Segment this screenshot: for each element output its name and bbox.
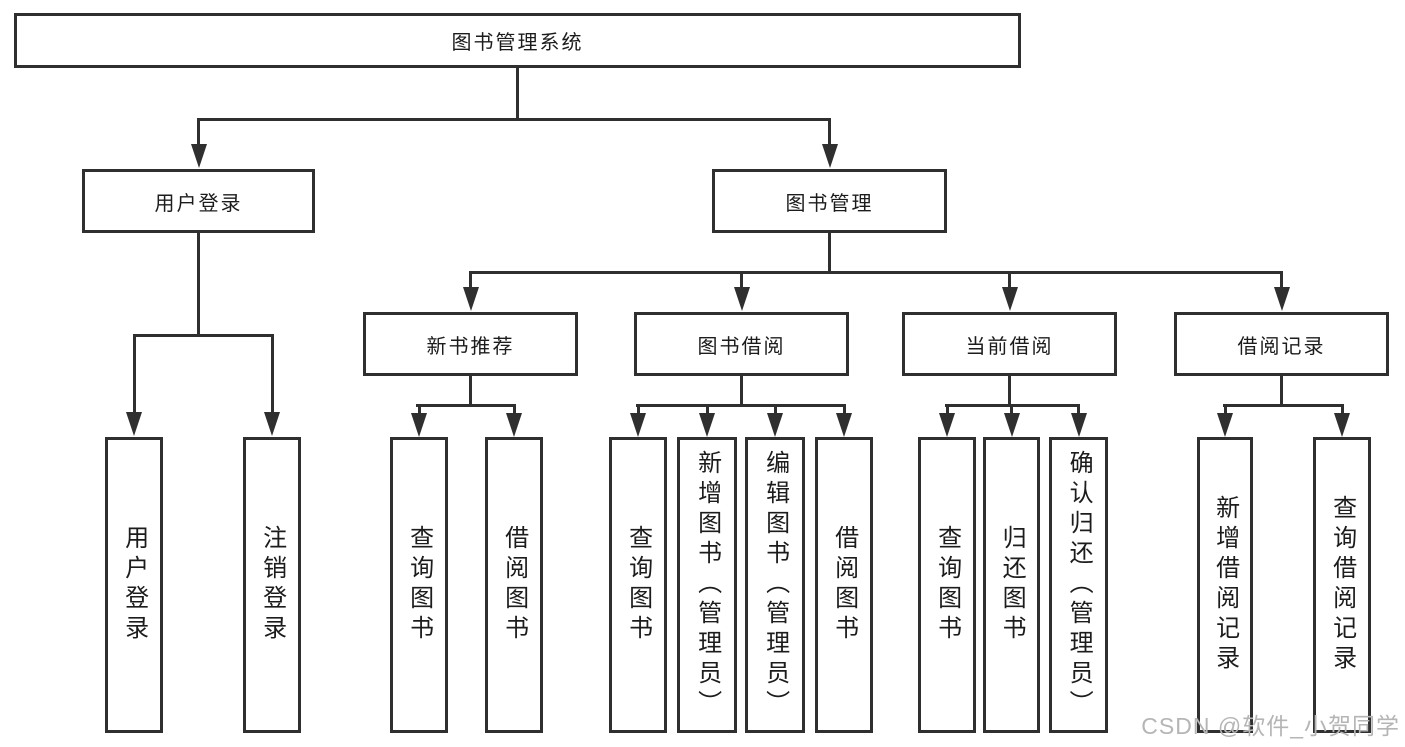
connector-line <box>512 404 516 416</box>
connector-line <box>469 271 1283 274</box>
connector-line <box>469 271 472 291</box>
arrow-down-icon <box>1273 287 1290 311</box>
leaf-add-borrow-record: 新增借阅记录 <box>1197 437 1253 733</box>
leaf-user-login: 用户登录 <box>105 437 163 733</box>
node-borrowing-records: 借阅记录 <box>1174 312 1389 376</box>
leaf-query-borrow-record: 查询借阅记录 <box>1313 437 1371 733</box>
connector-line <box>132 334 136 416</box>
arrow-down-icon <box>506 413 522 437</box>
node-label: 编辑图书（管理员） <box>761 450 789 720</box>
connector-line <box>1280 271 1283 291</box>
node-label: 图书管理系统 <box>451 32 584 54</box>
connector-line <box>197 118 200 148</box>
leaf-edit-books-admin: 编辑图书（管理员） <box>745 437 805 733</box>
connector-line <box>1280 376 1283 406</box>
node-new-book-recommendation: 新书推荐 <box>363 312 578 376</box>
connector-line <box>828 118 831 148</box>
arrow-down-icon <box>190 144 207 168</box>
node-label: 新增借阅记录 <box>1211 495 1239 675</box>
connector-line <box>469 376 472 406</box>
connector-line <box>197 233 200 337</box>
arrow-down-icon <box>836 413 852 437</box>
leaf-borrow-books-recommend: 借阅图书 <box>485 437 543 733</box>
connector-line <box>636 404 640 416</box>
arrow-down-icon <box>821 144 838 168</box>
node-label: 当前借阅 <box>965 335 1054 358</box>
arrow-down-icon <box>699 413 715 437</box>
leaf-add-books-admin: 新增图书（管理员） <box>677 437 737 733</box>
node-label: 查询图书 <box>405 525 433 645</box>
node-label: 新书推荐 <box>426 335 515 358</box>
node-label: 用户登录 <box>154 192 243 215</box>
leaf-query-books-borrowing: 查询图书 <box>609 437 667 733</box>
connector-line <box>1223 404 1227 416</box>
connector-line <box>1340 404 1344 416</box>
leaf-query-books-current: 查询图书 <box>918 437 976 733</box>
connector-line <box>740 271 743 291</box>
connector-line <box>740 376 743 406</box>
node-label: 归还图书 <box>998 525 1026 645</box>
leaf-confirm-return-admin: 确认归还（管理员） <box>1049 437 1108 733</box>
leaf-logout: 注销登录 <box>243 437 301 733</box>
node-label: 借阅图书 <box>500 525 528 645</box>
arrow-down-icon <box>939 413 955 437</box>
node-library-management-system: 图书管理系统 <box>14 13 1021 68</box>
connector-line <box>705 404 709 416</box>
arrow-down-icon <box>733 287 750 311</box>
connector-line <box>773 404 777 416</box>
node-label: 查询借阅记录 <box>1328 495 1356 675</box>
arrow-down-icon <box>1217 413 1233 437</box>
arrow-down-icon <box>462 287 479 311</box>
node-label: 查询图书 <box>933 525 961 645</box>
node-label: 图书借阅 <box>697 335 786 358</box>
connector-line <box>417 404 421 416</box>
node-label: 用户登录 <box>120 525 148 645</box>
arrow-down-icon <box>630 413 646 437</box>
connector-line <box>516 68 519 121</box>
node-label: 查询图书 <box>624 525 652 645</box>
node-label: 借阅记录 <box>1237 335 1326 358</box>
arrow-down-icon <box>767 413 783 437</box>
leaf-query-books-recommend: 查询图书 <box>390 437 448 733</box>
connector-line <box>945 404 949 416</box>
connector-line <box>270 334 274 416</box>
arrow-down-icon <box>126 412 142 436</box>
node-user-login: 用户登录 <box>82 169 315 233</box>
connector-line <box>1077 404 1080 416</box>
node-label: 注销登录 <box>258 525 286 645</box>
node-book-borrowing: 图书借阅 <box>634 312 849 376</box>
leaf-borrow-books: 借阅图书 <box>815 437 873 733</box>
node-label: 借阅图书 <box>830 525 858 645</box>
node-current-borrowing: 当前借阅 <box>902 312 1117 376</box>
arrow-down-icon <box>1003 413 1020 437</box>
connector-line <box>197 118 831 121</box>
connector-line <box>1010 404 1013 416</box>
connector-line <box>842 404 846 416</box>
leaf-return-books: 归还图书 <box>983 437 1040 733</box>
arrow-down-icon <box>1001 287 1018 311</box>
arrow-down-icon <box>411 413 427 437</box>
connector-line <box>132 334 274 337</box>
connector-line <box>636 404 846 407</box>
node-label: 确认归还（管理员） <box>1065 450 1093 720</box>
arrow-down-icon <box>1070 413 1087 437</box>
csdn-watermark: CSDN @软件_小贺同学 <box>1141 713 1400 739</box>
connector-line <box>1008 271 1011 291</box>
connector-line <box>1223 404 1344 407</box>
connector-line <box>1008 376 1011 406</box>
arrow-down-icon <box>1334 413 1350 437</box>
node-label: 图书管理 <box>785 192 874 215</box>
node-book-management: 图书管理 <box>712 169 947 233</box>
arrow-down-icon <box>264 412 280 436</box>
connector-line <box>416 404 516 407</box>
connector-line <box>828 233 831 274</box>
node-label: 新增图书（管理员） <box>693 450 721 720</box>
